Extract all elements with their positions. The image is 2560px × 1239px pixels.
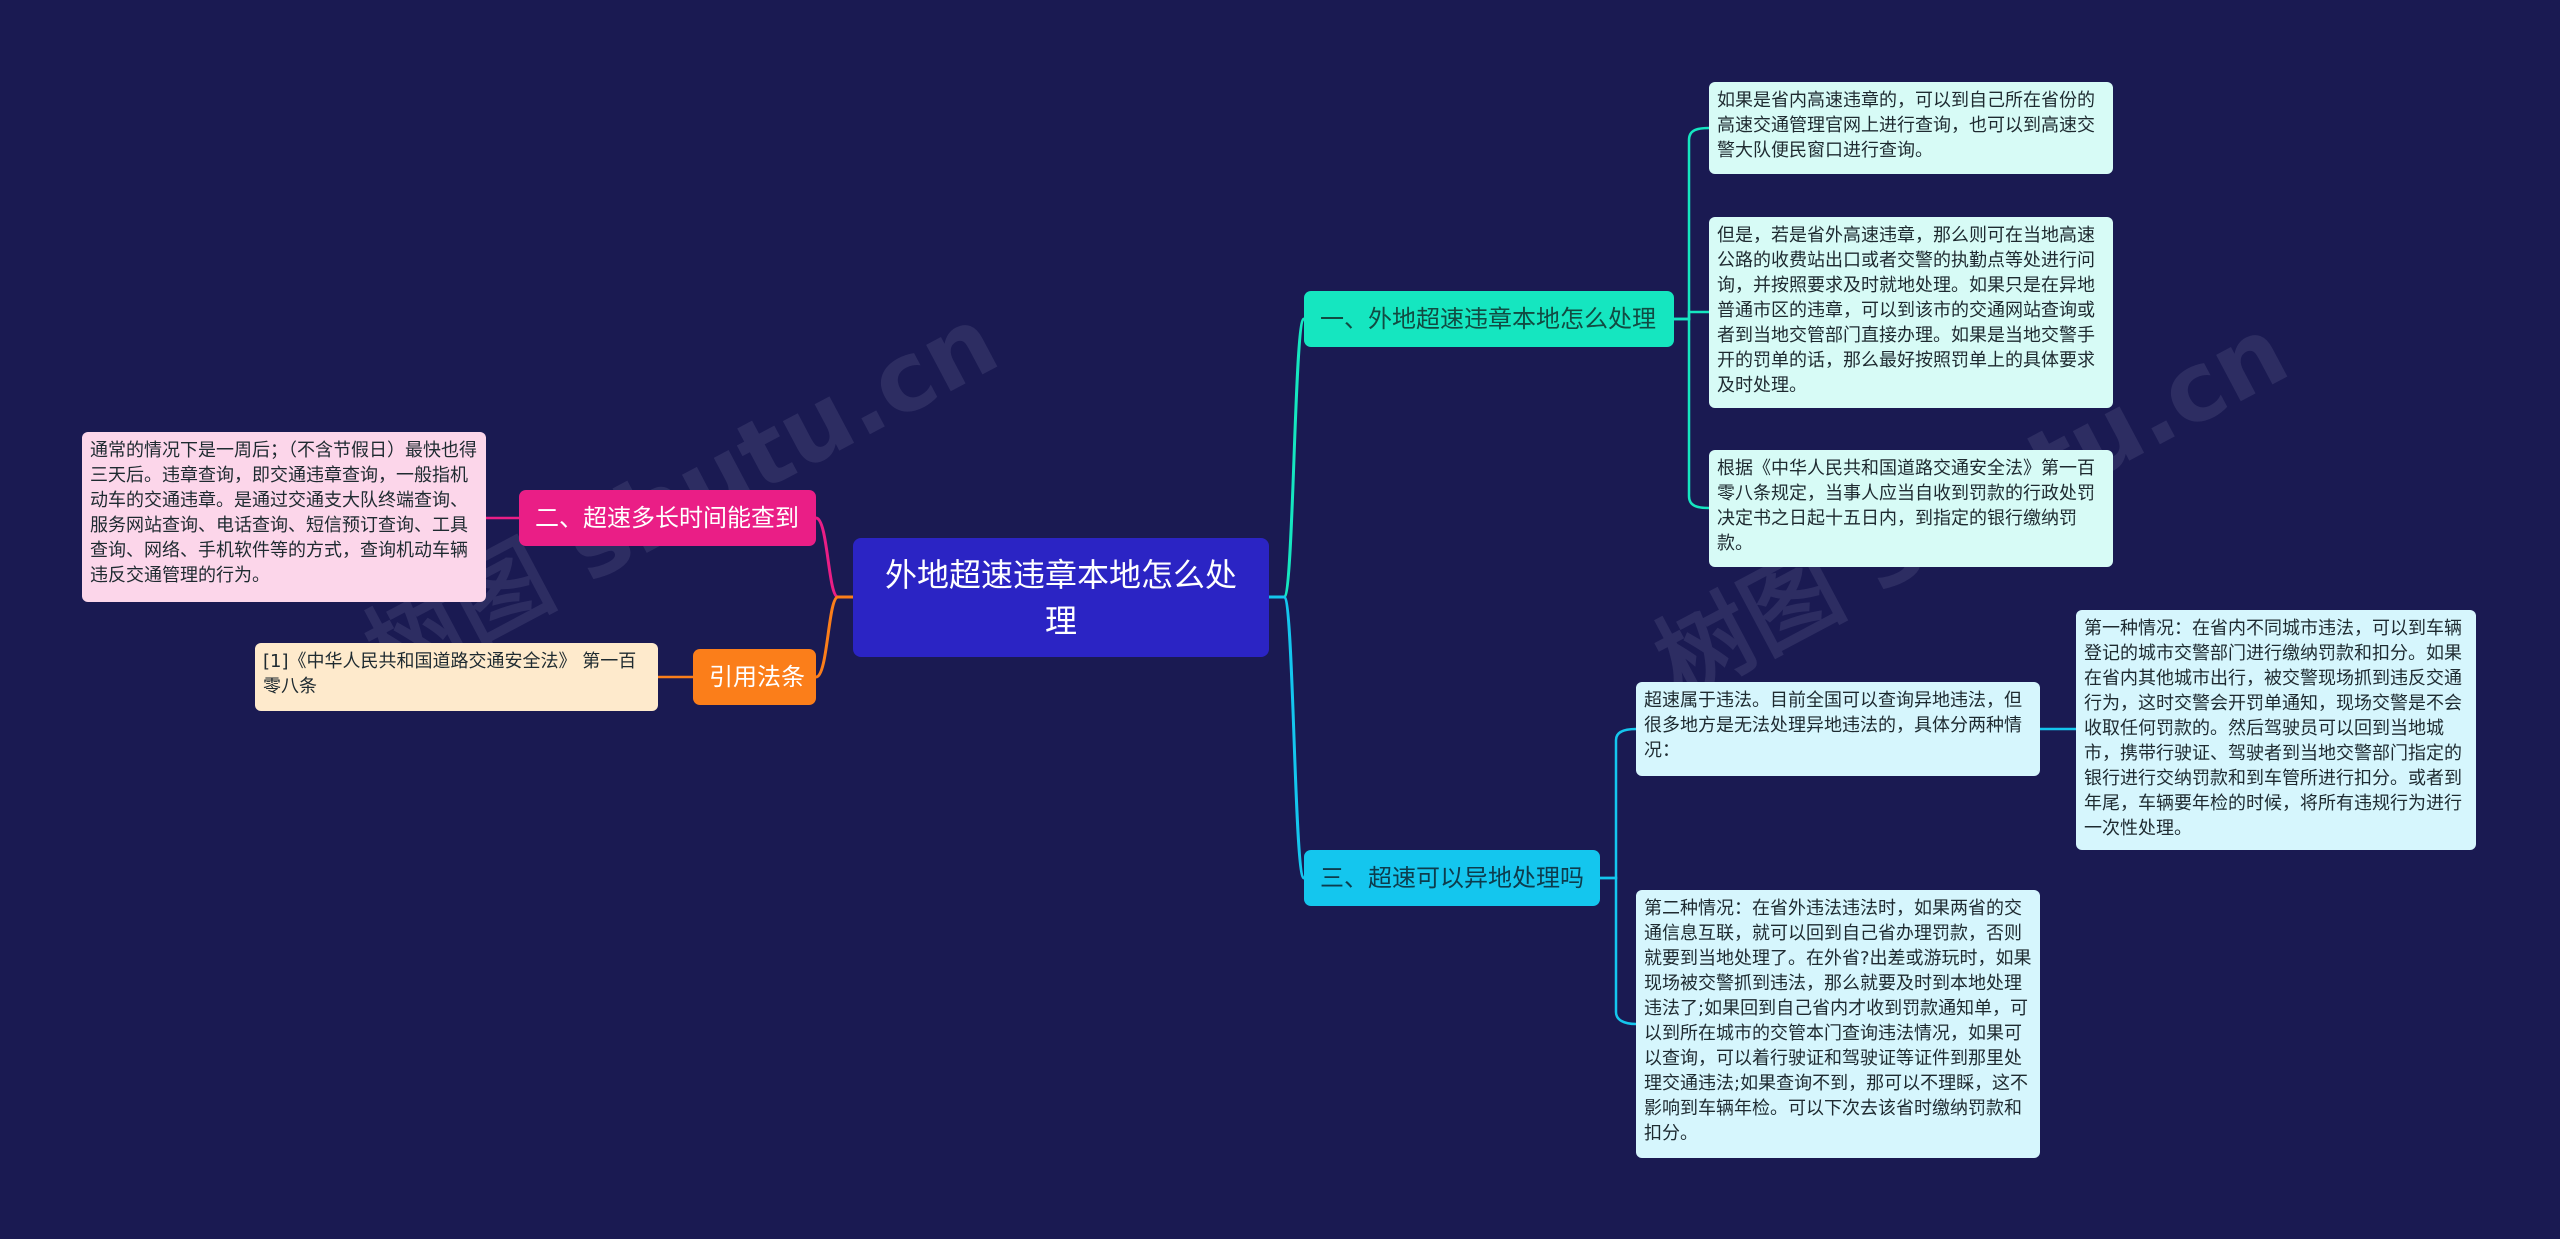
leaf-topic-case-two[interactable]: 第二种情况：在省外违法违法时，如果两省的交通信息互联，就可以回到自己省办理罚款，… <box>1636 890 2040 1158</box>
branch-topic-references[interactable]: 引用法条 <box>693 649 816 705</box>
connector-root-b2 <box>815 516 853 599</box>
leaf-topic-provincial-query[interactable]: 如果是省内高速违章的，可以到自己所在省份的高速交通管理官网上进行查询，也可以到高… <box>1709 82 2113 174</box>
connector-b3-leaf4 <box>1600 727 1637 880</box>
connector-b1-leaf1 <box>1674 126 1710 321</box>
connector-root-b3 <box>1269 595 1306 880</box>
connector-b1-leaf3 <box>1674 317 1710 510</box>
leaf-topic-two-cases-intro[interactable]: 超速属于违法。目前全国可以查询异地违法，但很多地方是无法处理异地违法的，具体分两… <box>1636 682 2040 776</box>
branch-topic-local-handling[interactable]: 一、外地超速违章本地怎么处理 <box>1304 291 1674 347</box>
connector-root-b1 <box>1269 317 1306 599</box>
branch-topic-query-time[interactable]: 二、超速多长时间能查到 <box>519 490 816 546</box>
leaf-topic-legal-basis[interactable]: 根据《中华人民共和国道路交通安全法》第一百零八条规定，当事人应当自收到罚款的行政… <box>1709 450 2113 567</box>
leaf-topic-law-citation[interactable]: [1]《中华人民共和国道路交通安全法》 第一百零八条 <box>255 643 658 711</box>
root-topic[interactable]: 外地超速违章本地怎么处理 <box>853 538 1269 657</box>
branch-topic-remote-handling[interactable]: 三、超速可以异地处理吗 <box>1304 850 1600 906</box>
leaf-topic-case-one[interactable]: 第一种情况：在省内不同城市违法，可以到车辆登记的城市交警部门进行缴纳罚款和扣分。… <box>2076 610 2476 850</box>
connector-root-ref <box>815 595 853 679</box>
leaf-topic-out-of-province[interactable]: 但是，若是省外高速违章，那么则可在当地高速公路的收费站出口或者交警的执勤点等处进… <box>1709 217 2113 408</box>
connector-b3-leaf6 <box>1600 876 1637 1026</box>
leaf-topic-query-timing[interactable]: 通常的情况下是一周后；（不含节假日）最快也得三天后。违章查询，即交通违章查询，一… <box>82 432 486 602</box>
